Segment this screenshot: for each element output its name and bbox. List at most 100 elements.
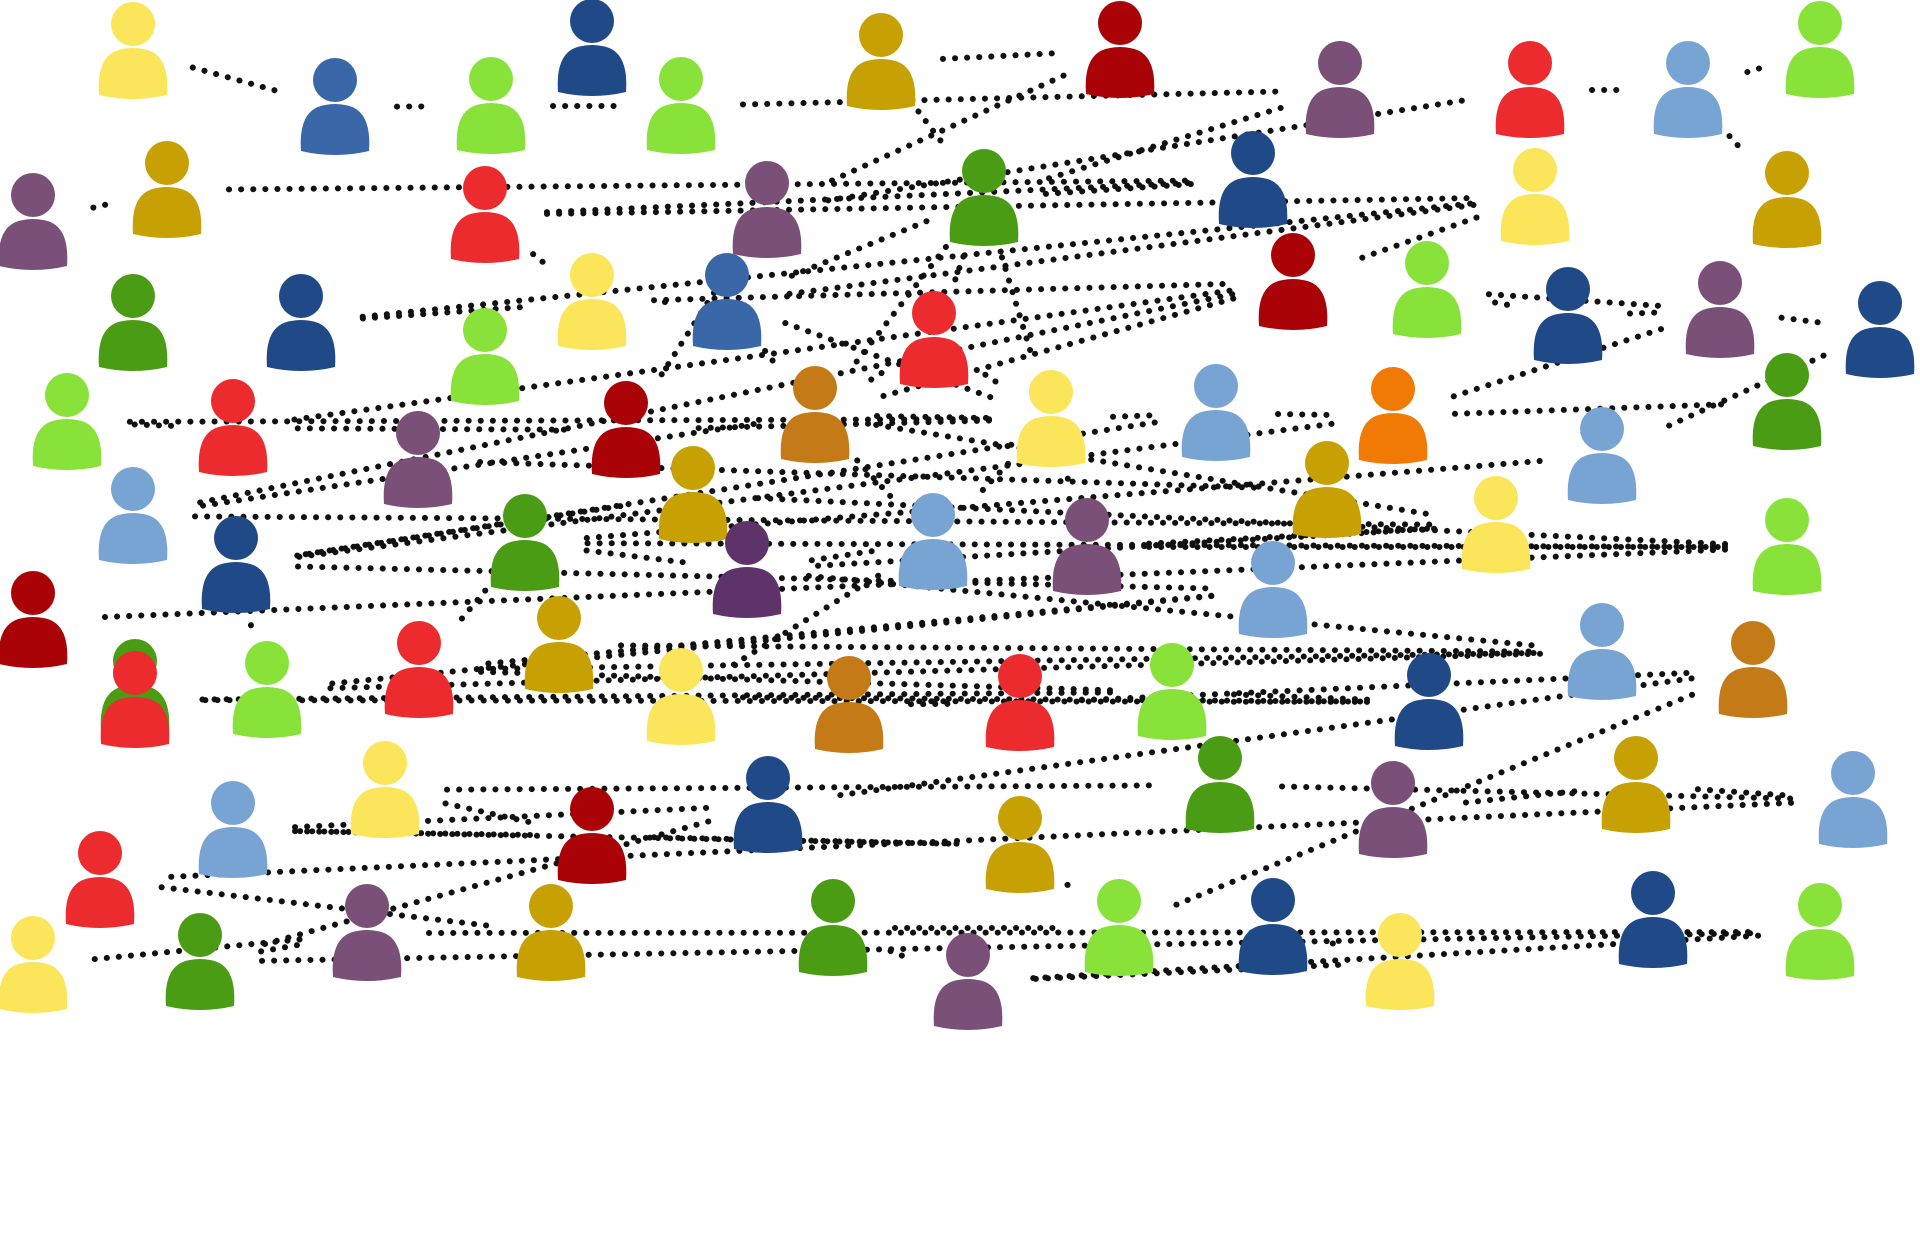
connection-edge [1064, 881, 1075, 892]
person-head [503, 494, 547, 538]
connection-edge [190, 291, 1236, 507]
person-head [1231, 131, 1275, 175]
person-icon [1258, 233, 1328, 330]
person-body [1365, 959, 1435, 1010]
person-icon [1084, 879, 1154, 976]
connection-edge [972, 460, 1012, 501]
connection-edge [982, 371, 1003, 388]
person-head [45, 373, 89, 417]
person-icon [0, 571, 68, 668]
person-body [1818, 797, 1888, 848]
connection-edge [1173, 690, 1699, 908]
connection-edge [426, 929, 1761, 936]
person-body [780, 412, 850, 463]
person-icon [332, 884, 402, 981]
person-icon [692, 253, 762, 350]
person-body [899, 337, 969, 388]
person-head [1378, 913, 1422, 957]
connection-edge [1778, 314, 1822, 326]
person-body [1785, 47, 1855, 98]
person-head [211, 379, 255, 423]
person-body [65, 877, 135, 928]
person-head [1666, 41, 1710, 85]
connection-edge [294, 420, 1335, 561]
connection-edge [225, 177, 1195, 193]
person-head [1194, 364, 1238, 408]
person-head [570, 253, 614, 297]
person-body [1567, 649, 1637, 700]
person-head [746, 756, 790, 800]
person-head [998, 796, 1042, 840]
person-head [1798, 883, 1842, 927]
person-icon [1752, 353, 1822, 450]
person-icon [1292, 441, 1362, 538]
person-body [332, 930, 402, 981]
connection-edge [1064, 475, 1074, 491]
person-icon [899, 291, 969, 388]
person-body [1238, 924, 1308, 975]
connection-edges [90, 50, 1827, 983]
person-body [712, 567, 782, 618]
connection-edge [1230, 691, 1371, 703]
person-icon [516, 884, 586, 981]
connection-edge [256, 818, 712, 949]
person-icon [1752, 498, 1822, 595]
connection-edge [951, 253, 967, 285]
person-icon [798, 879, 868, 976]
person-head [1546, 267, 1590, 311]
connection-edge [455, 587, 489, 626]
person-icon [300, 58, 370, 155]
connection-edge [887, 948, 914, 962]
connection-edge [650, 280, 1235, 304]
person-icon [1392, 241, 1462, 338]
person-head [1098, 1, 1142, 45]
person-head [214, 516, 258, 560]
person-body [201, 562, 271, 613]
person-icon [898, 493, 968, 590]
person-body [300, 104, 370, 155]
person-head [911, 493, 955, 537]
person-body [658, 492, 728, 543]
connection-edge [530, 251, 547, 266]
person-head [1097, 879, 1141, 923]
person-icon [490, 494, 560, 591]
connection-edge [1274, 411, 1335, 418]
connection-edge [939, 50, 1062, 62]
person-head [111, 274, 155, 318]
person-body [98, 48, 168, 99]
person-head [1405, 241, 1449, 285]
person-body [1292, 487, 1362, 538]
person-head [725, 521, 769, 565]
person-head [1150, 643, 1194, 687]
connection-edge [820, 72, 1067, 188]
person-body [32, 419, 102, 470]
person-body [798, 925, 868, 976]
person-icon [1601, 736, 1671, 833]
connection-edge [915, 108, 950, 152]
person-body [0, 617, 68, 668]
person-head [211, 781, 255, 825]
person-head [537, 596, 581, 640]
person-body [198, 425, 268, 476]
person-head [912, 291, 956, 335]
person-body [1718, 667, 1788, 718]
person-head [1798, 1, 1842, 45]
connection-edge [258, 940, 309, 955]
person-body [456, 103, 526, 154]
connection-edge [907, 700, 962, 708]
person-icon [1785, 883, 1855, 980]
connection-edge [617, 642, 1544, 655]
person-head [604, 381, 648, 425]
connection-edge [1726, 133, 1749, 157]
person-icon [933, 933, 1003, 1030]
person-icon [201, 516, 271, 613]
person-body [132, 187, 202, 238]
person-head [962, 149, 1006, 193]
person-icon [646, 57, 716, 154]
person-icon [658, 446, 728, 543]
person-icon [1358, 367, 1428, 464]
person-body [591, 427, 661, 478]
person-head [11, 173, 55, 217]
person-body [985, 700, 1055, 751]
person-head [1513, 148, 1557, 192]
